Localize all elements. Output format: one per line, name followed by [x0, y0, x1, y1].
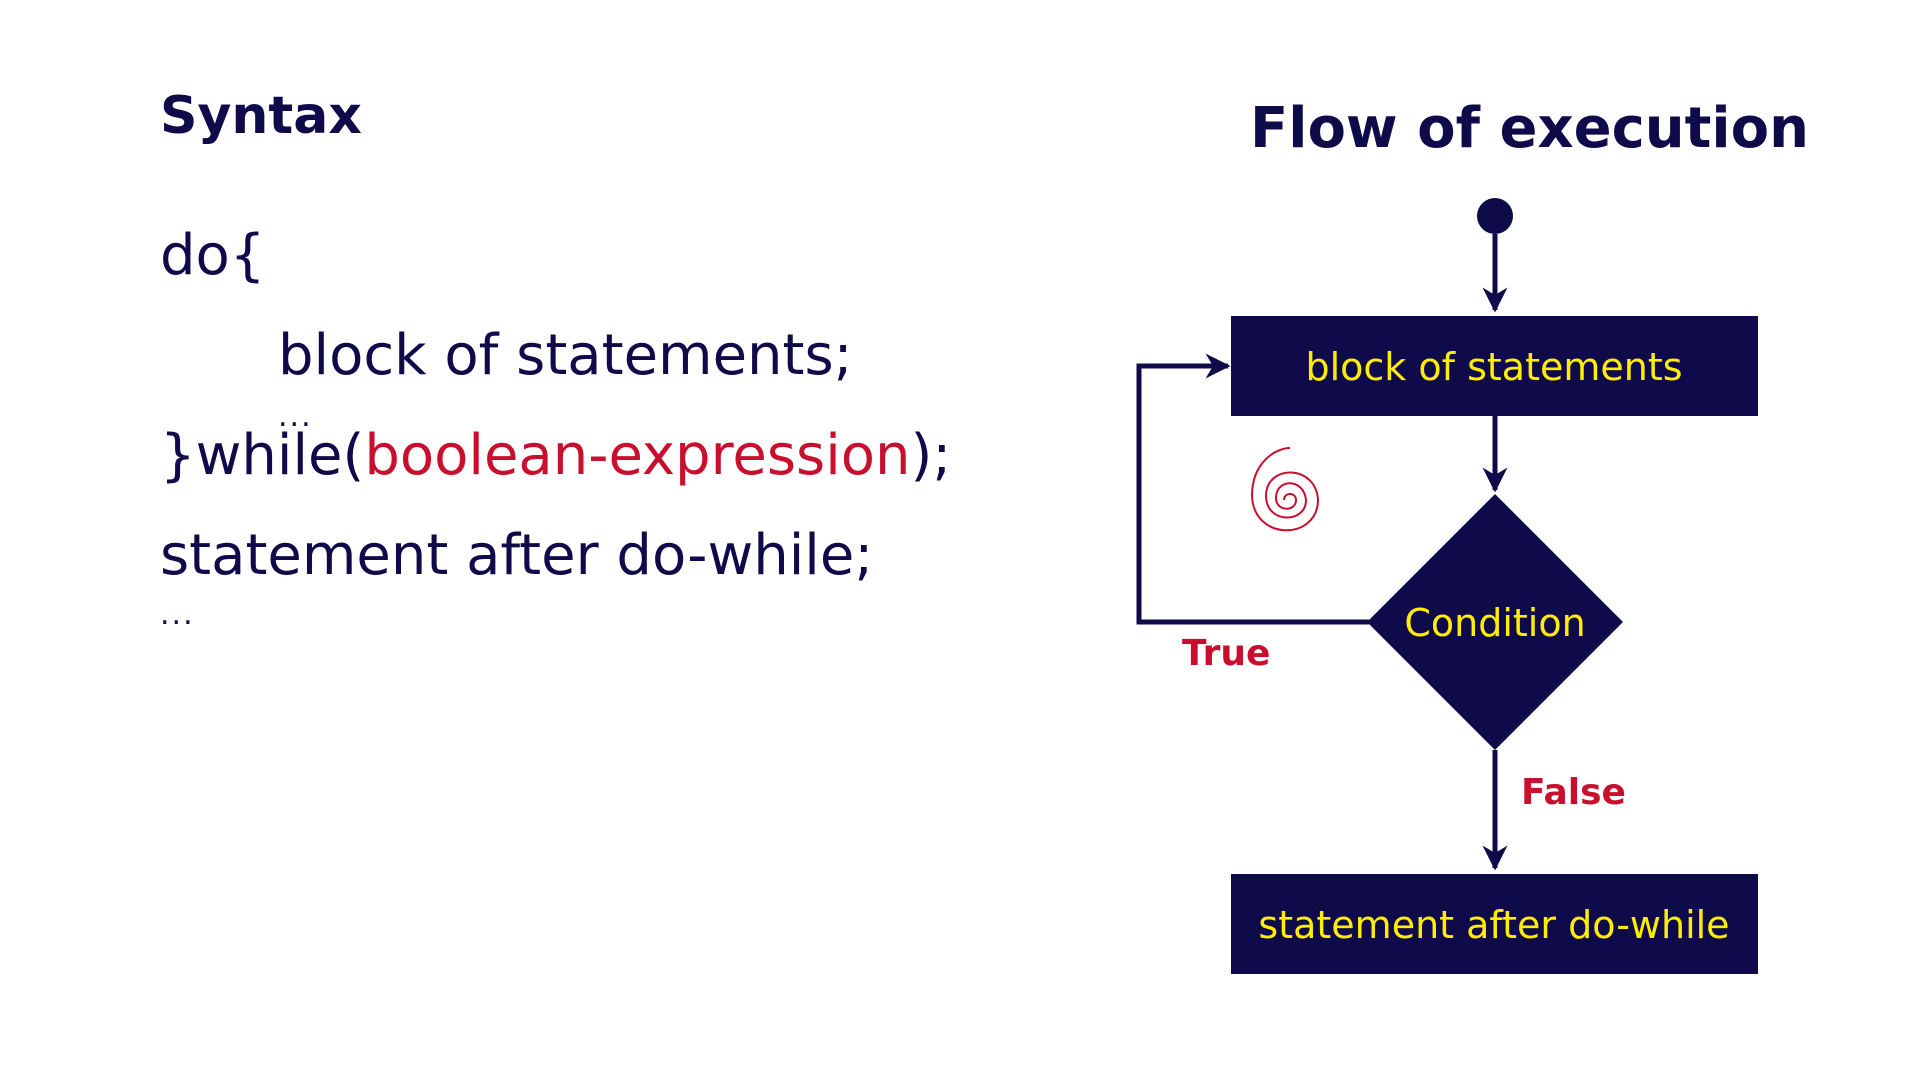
block-node: block of statements — [1231, 316, 1758, 416]
after-node-label: statement after do-while — [1258, 903, 1729, 947]
code-line-while: }while(boolean-expression); — [160, 428, 951, 484]
code-line-block-ellipsis: ... — [278, 399, 313, 434]
arrow-true-loop-back — [1136, 353, 1369, 625]
code-line-after-ellipsis: ... — [160, 597, 195, 632]
start-node — [1477, 198, 1513, 234]
spiral-icon — [1250, 447, 1320, 532]
true-label: True — [1182, 633, 1270, 674]
flow-heading: Flow of execution — [1250, 96, 1809, 161]
while-condition: boolean-expression — [364, 423, 911, 488]
syntax-heading: Syntax — [160, 86, 362, 146]
condition-node-diamond — [1367, 494, 1623, 750]
condition-node-label: Condition — [1404, 601, 1585, 645]
while-suffix: ); — [910, 423, 952, 488]
block-node-box — [1231, 316, 1758, 416]
while-prefix: }while( — [160, 423, 365, 488]
after-node-box — [1231, 874, 1758, 974]
false-label: False — [1521, 772, 1626, 813]
after-node: statement after do-while — [1231, 874, 1758, 974]
code-line-do: do{ — [160, 223, 266, 288]
block-node-label: block of statements — [1305, 345, 1682, 389]
condition-node: Condition — [1367, 494, 1623, 750]
code-line-block: block of statements; — [278, 323, 853, 388]
code-line-after: statement after do-while; — [160, 523, 874, 588]
